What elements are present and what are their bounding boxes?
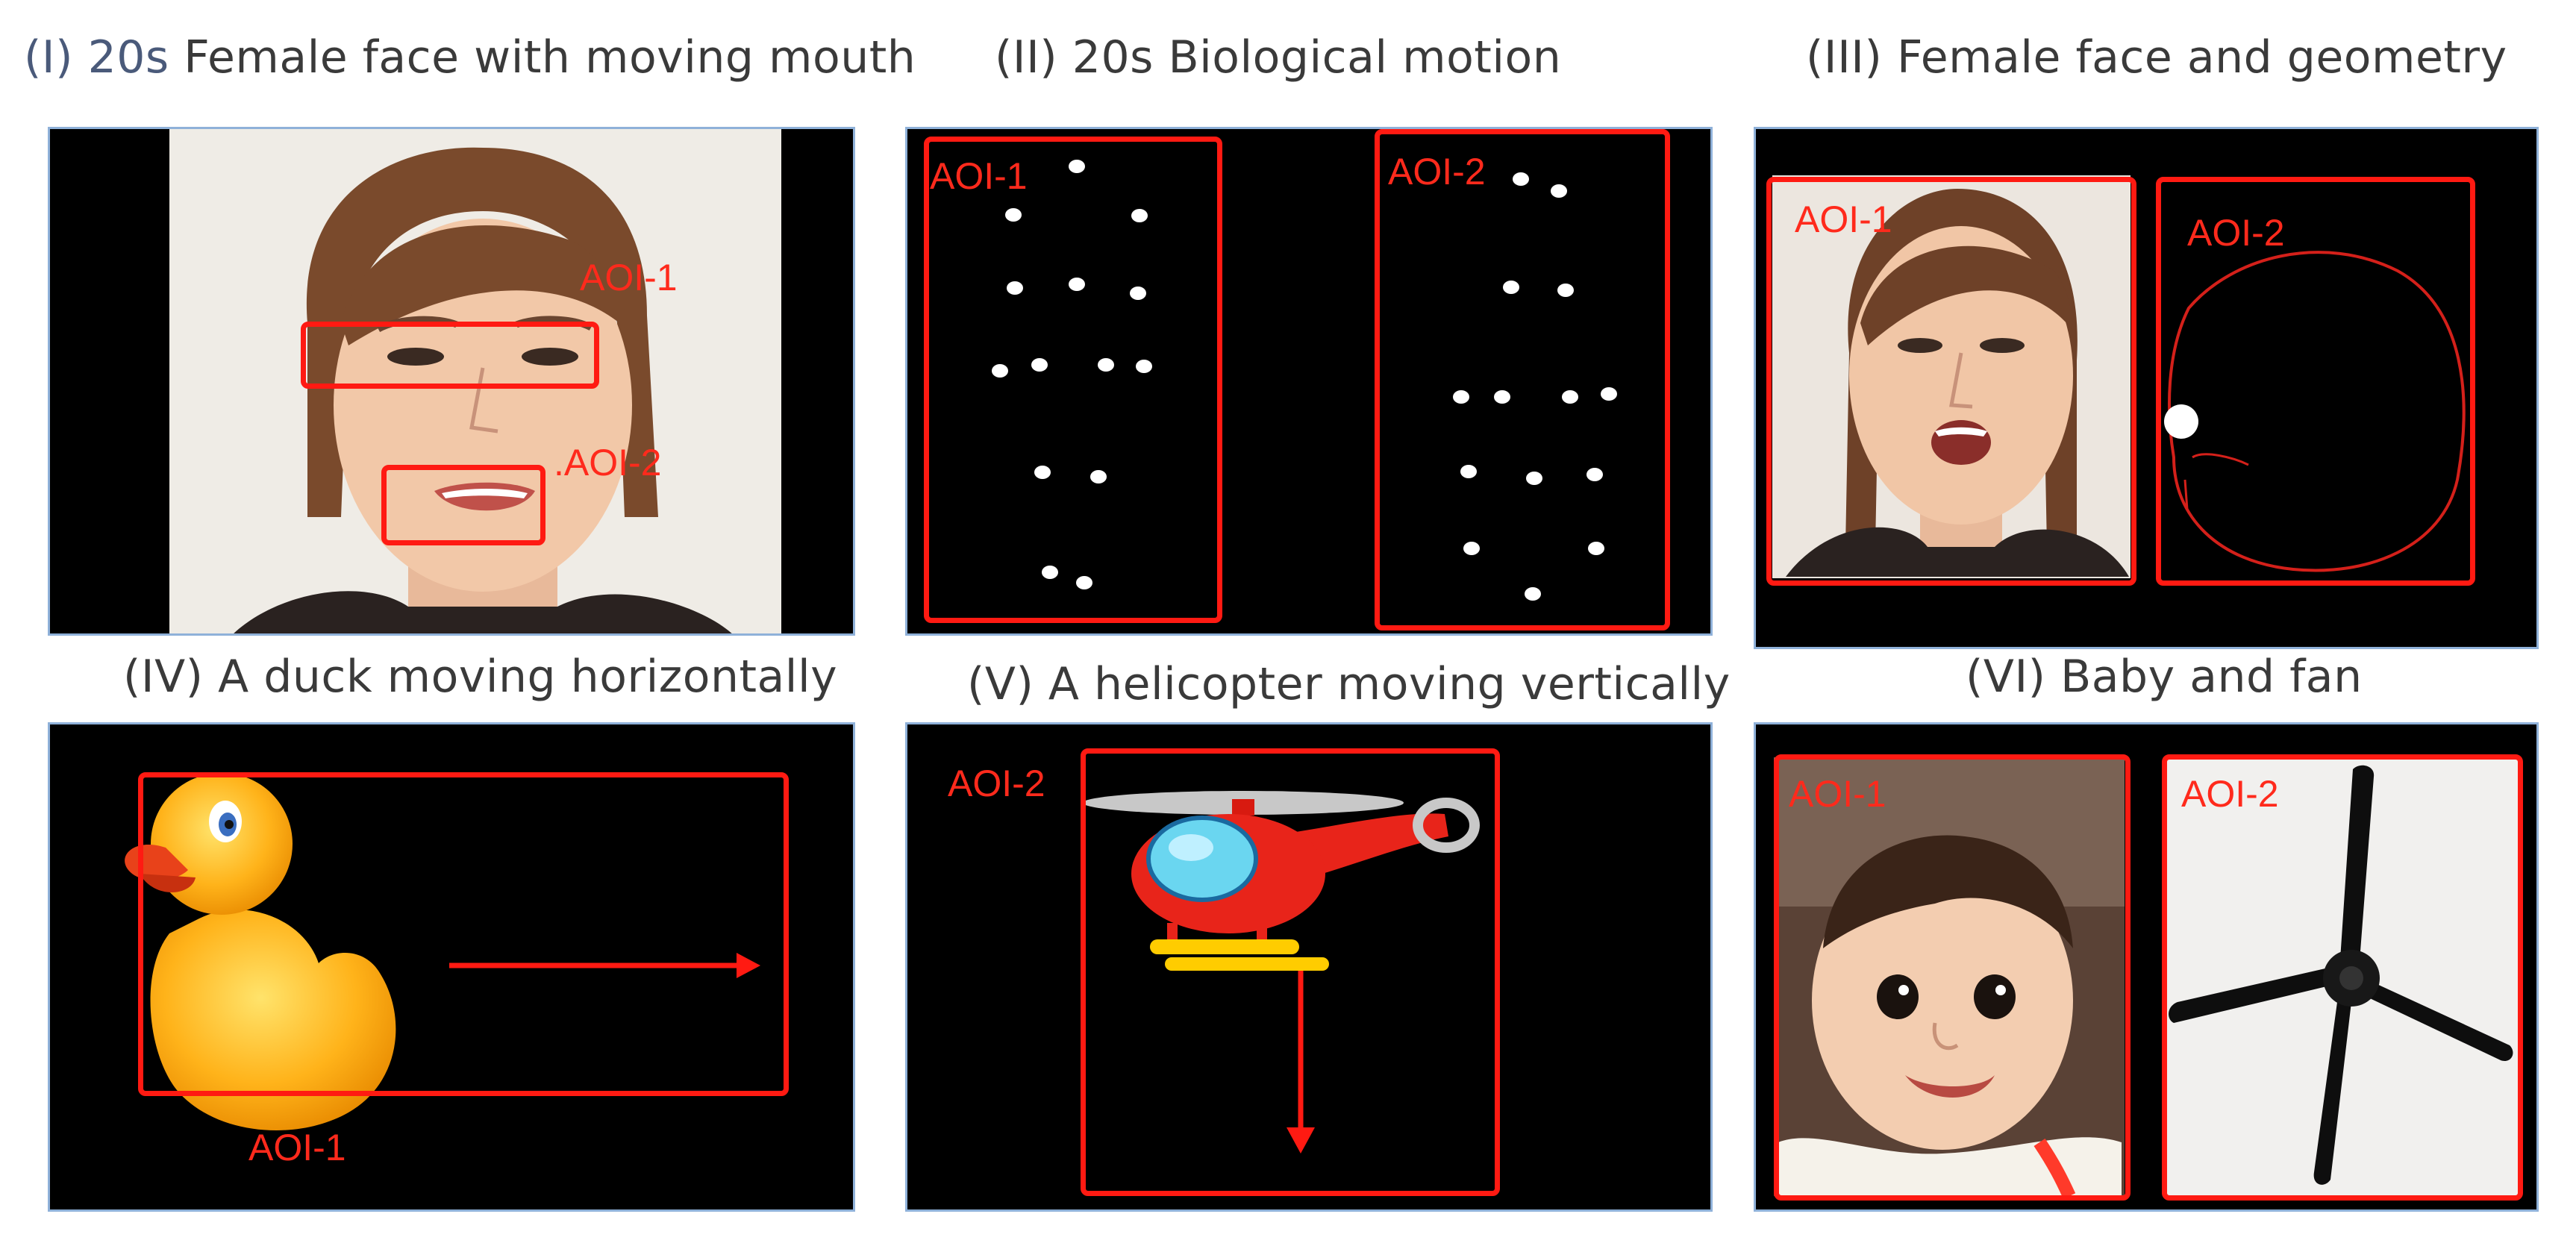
point-light-figures <box>992 160 1617 601</box>
p1-aoi-2-mouth-box <box>381 465 545 545</box>
baby-and-fan-art <box>1774 757 2519 1199</box>
p6-aoi-1-box <box>1774 754 2130 1201</box>
panel-1-title: (I) 20s Female face with moving mouth <box>24 31 916 84</box>
panel-6-baby-fan: AOI-1 AOI-2 <box>1754 722 2539 1212</box>
p1-aoi-2-label: .AOI-2 <box>554 442 662 483</box>
point-light-walker-1 <box>992 160 1152 589</box>
panel-6-title: (VI) Baby and fan <box>1966 651 2363 703</box>
p2-aoi-2-box <box>1375 129 1670 630</box>
panel-1-title-prefix: (I) 20s <box>24 31 169 84</box>
helicopter-illustration <box>1083 791 1480 1154</box>
rubber-duck-illustration <box>125 773 760 1130</box>
panel-4-duck: AOI-1 <box>48 722 855 1212</box>
panel-3-face-geometry: AOI-1 AOI-2 <box>1754 127 2539 649</box>
point-light-walker-2 <box>1453 172 1617 601</box>
p6-aoi-2-box <box>2162 754 2523 1201</box>
panel-3-title: (III) Female face and geometry <box>1806 31 2507 84</box>
p1-aoi-1-eyes-box <box>301 322 599 389</box>
p6-aoi-1-label: AOI-1 <box>1789 773 1886 815</box>
panel-5-helicopter: AOI-2 <box>905 722 1713 1212</box>
panel-2-title: (II) 20s Biological motion <box>995 31 1562 84</box>
p5-aoi-2-label: AOI-2 <box>948 763 1045 804</box>
p2-aoi-1-label: AOI-1 <box>930 155 1028 197</box>
p2-aoi-1-box <box>924 137 1222 623</box>
p3-aoi-2-box <box>2156 177 2475 586</box>
face-and-geometry-art <box>1772 175 2466 578</box>
p1-aoi-1-label: AOI-1 <box>580 257 678 298</box>
p3-aoi-1-label: AOI-1 <box>1795 198 1892 240</box>
panel-2-biological-motion: AOI-1 AOI-2 <box>905 127 1713 636</box>
p2-aoi-2-label: AOI-2 <box>1388 151 1486 193</box>
p3-aoi-2-label: AOI-2 <box>2187 212 2285 254</box>
p6-aoi-2-label: AOI-2 <box>2181 773 2279 815</box>
p3-aoi-1-box <box>1766 177 2136 586</box>
panel-4-title: (IV) A duck moving horizontally <box>123 651 838 703</box>
p4-aoi-1-label: AOI-1 <box>248 1127 346 1168</box>
p4-aoi-1-box <box>138 772 789 1096</box>
panel-1-title-rest: Female face with moving mouth <box>169 31 916 84</box>
panel-5-title: (V) A helicopter moving vertically <box>967 658 1731 710</box>
p5-aoi-2-box <box>1081 748 1500 1196</box>
female-face-photo <box>169 129 781 633</box>
panel-1-face-mouth: AOI-1 .AOI-2 <box>48 127 855 636</box>
